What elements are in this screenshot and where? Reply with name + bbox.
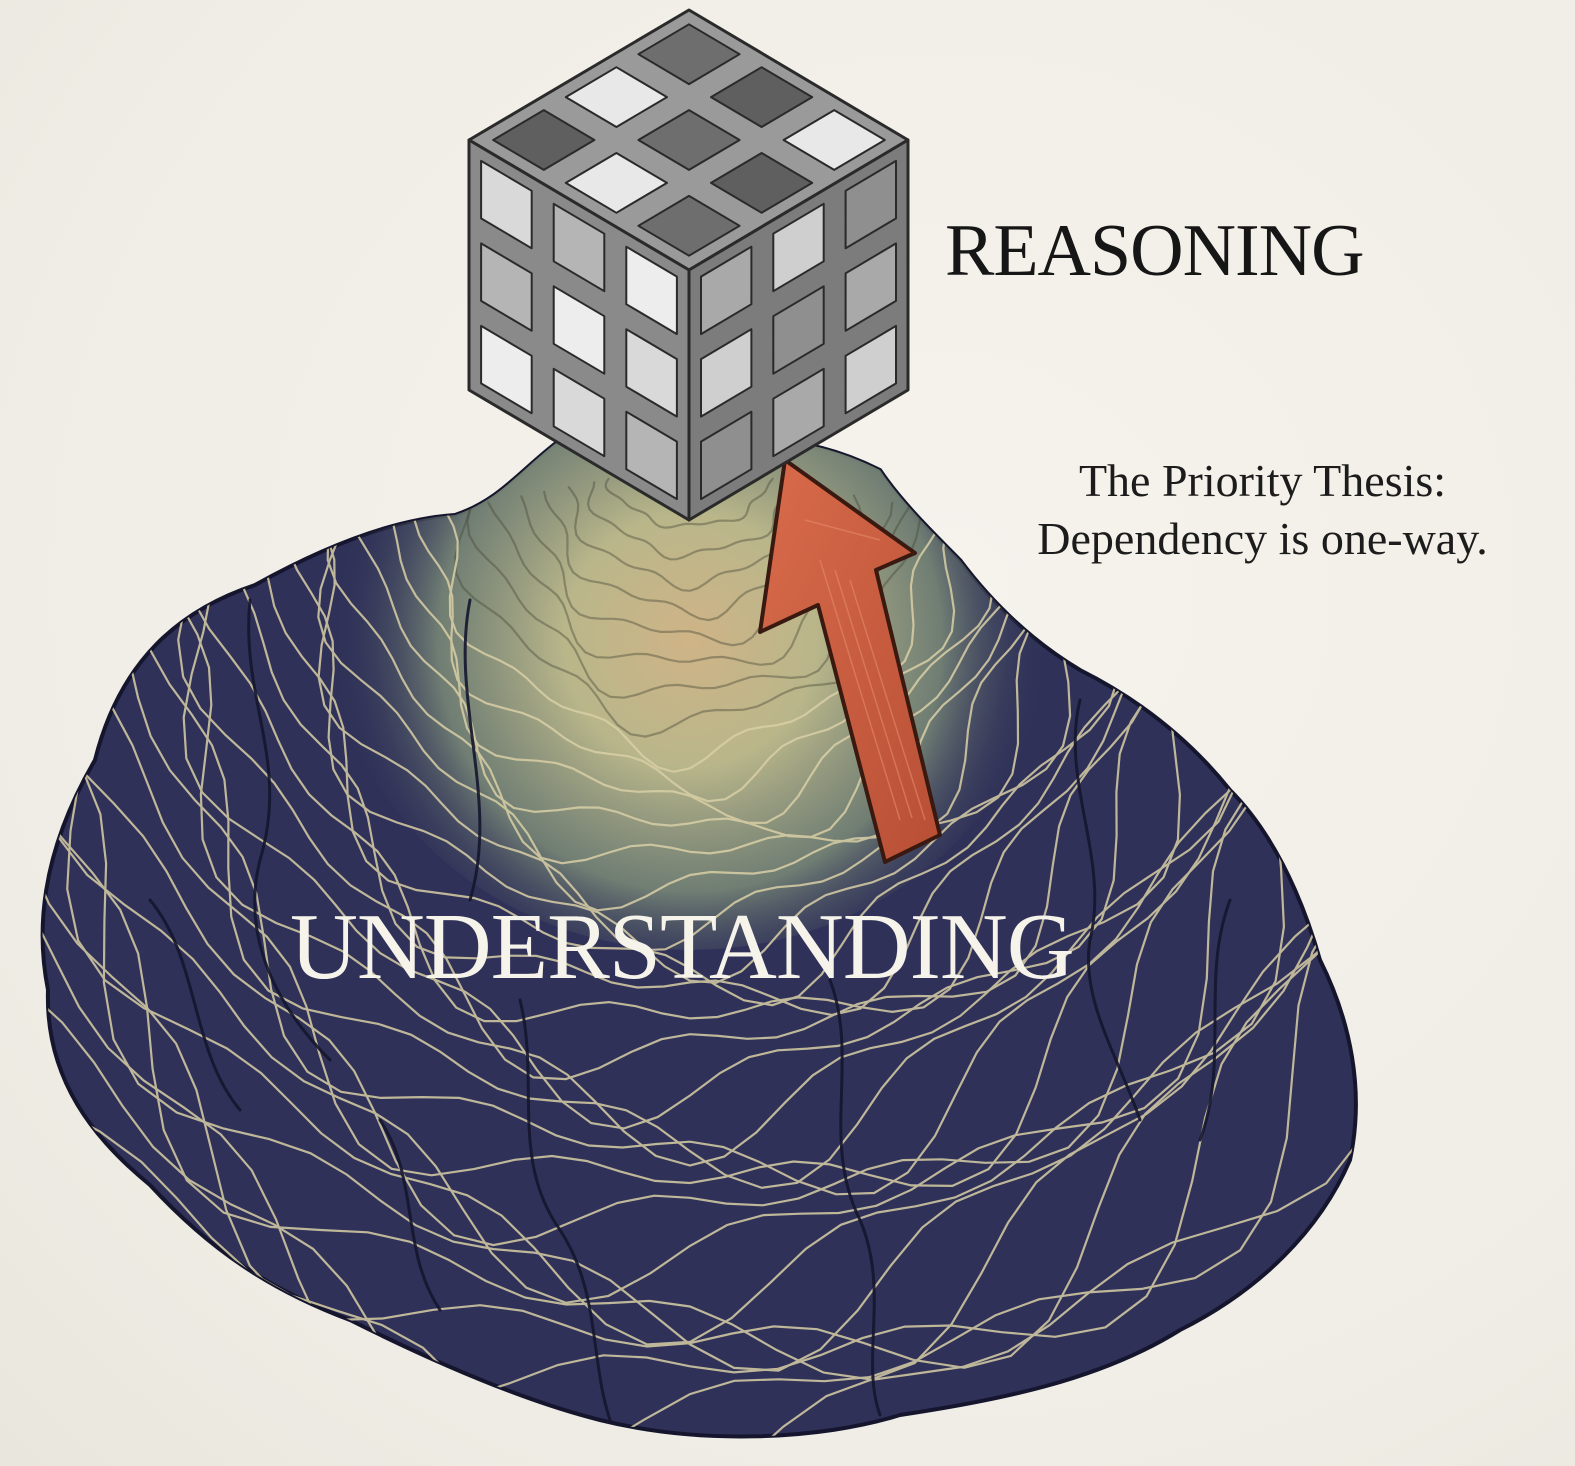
cube-lattice-hole: [844, 159, 897, 250]
cube-lattice-hole: [710, 152, 814, 214]
contour-line: [317, 534, 1076, 952]
cube-lattice-hole: [492, 109, 596, 171]
contour-line: [326, 533, 1053, 865]
cube-lattice-hole: [552, 202, 606, 293]
contour-line: [353, 528, 1030, 839]
lattice-cube-icon: [467, 8, 910, 522]
contour-line: [225, 554, 1163, 1017]
contour-line: [44, 590, 1337, 1188]
thesis-title: The Priority Thesis:: [1078, 455, 1447, 506]
cube-lattice-hole: [637, 109, 741, 171]
contour-line: [317, 532, 1055, 912]
understanding-label: UNDERSTANDING: [290, 895, 1075, 999]
contour-line: [42, 620, 1356, 1404]
up-arrow-icon: [758, 458, 942, 864]
contour-line: [262, 542, 1120, 1007]
cube-lattice-hole: [772, 367, 825, 458]
cube-lattice-hole: [480, 159, 533, 250]
contour-line: [604, 477, 774, 529]
contour-line: [183, 562, 1196, 1023]
cube-lattice-hole: [772, 285, 825, 375]
contour-line: [42, 589, 1333, 1247]
contour-line: [444, 510, 946, 773]
contour-line: [160, 567, 1219, 1167]
cube-lattice-hole: [700, 328, 753, 418]
cube-lattice-hole: [480, 324, 533, 415]
cube-lattice-hole: [772, 202, 825, 293]
cube-lattice-hole: [625, 328, 678, 418]
contour-line: [586, 481, 794, 561]
cube-lattice-hole: [564, 66, 668, 128]
thesis-statement: Dependency is one-way.: [1037, 513, 1488, 564]
priority-thesis-caption: The Priority Thesis: Dependency is one-w…: [985, 452, 1540, 568]
cube-lattice-hole: [637, 194, 741, 257]
cube-lattice-hole: [625, 410, 678, 501]
contour-line: [43, 591, 1355, 1346]
cube-lattice-hole: [782, 109, 886, 171]
cube-lattice-hole: [552, 367, 606, 458]
cube-lattice-hole: [480, 242, 533, 332]
cube-lattice-hole: [700, 245, 753, 336]
cube-lattice-hole: [700, 410, 753, 501]
contour-line: [42, 617, 1356, 1369]
cube-lattice-hole: [637, 23, 741, 86]
contour-line: [42, 599, 1356, 1381]
contour-line: [284, 540, 1084, 984]
cube-lattice-hole: [844, 242, 897, 332]
contour-line: [42, 592, 1356, 1372]
contour-line: [43, 583, 1334, 1304]
cube-lattice-hole: [552, 285, 606, 375]
contour-line: [42, 610, 1356, 1437]
contour-line: [177, 559, 1191, 1081]
reasoning-label: REASONING: [945, 210, 1365, 292]
cube-lattice-hole: [625, 245, 678, 336]
cube-lattice-hole: [564, 152, 668, 214]
contour-line: [101, 577, 1294, 1196]
cube-lattice-hole: [844, 324, 897, 415]
contour-line: [391, 518, 995, 825]
cube-lattice-hole: [710, 66, 814, 128]
contour-line: [182, 558, 1205, 1130]
contour-line: [132, 567, 1241, 1189]
